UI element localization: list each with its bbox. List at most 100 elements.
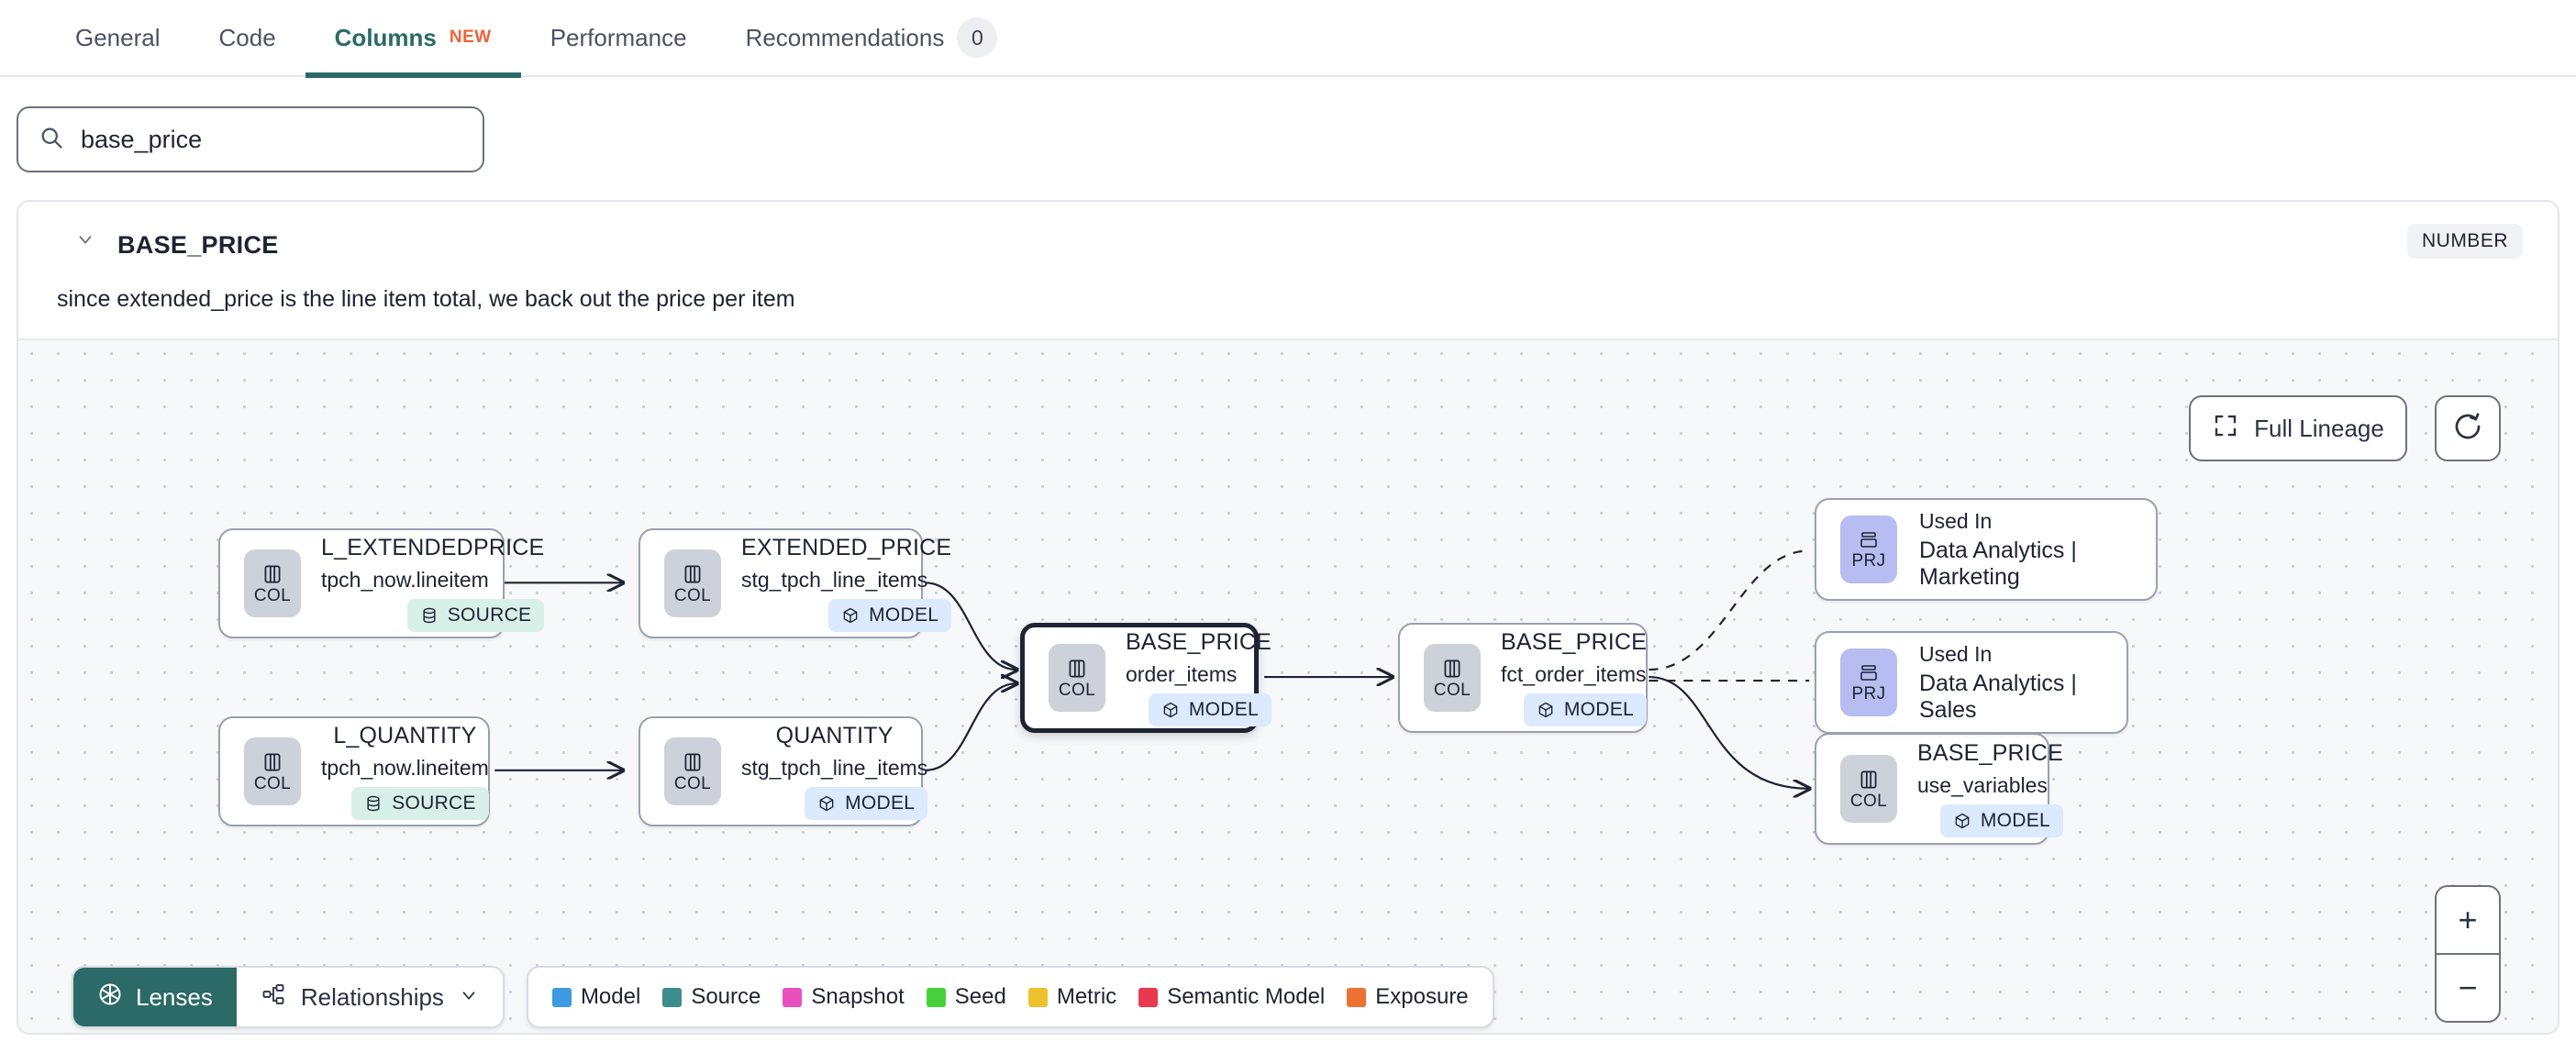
graph-bottom-bar: Lenses Relationships xyxy=(72,966,1494,1028)
full-lineage-button[interactable]: Full Lineage xyxy=(2189,395,2407,461)
col-chip: COL xyxy=(244,549,301,617)
legend-label: Semantic Model xyxy=(1167,984,1326,1009)
node-tag: MODEL xyxy=(828,599,952,632)
cube-icon xyxy=(1538,702,1553,718)
node-tag: MODEL xyxy=(1148,693,1272,726)
col-chip-label: COL xyxy=(1433,681,1471,700)
legend-item[interactable]: Metric xyxy=(1027,984,1117,1010)
legend-swatch-model xyxy=(551,987,572,1007)
legend-swatch-exposure xyxy=(1347,987,1367,1007)
tab-general[interactable]: General xyxy=(46,0,190,76)
node-tag: MODEL xyxy=(1523,693,1648,726)
tab-code[interactable]: Code xyxy=(190,0,305,76)
legend-label: Model xyxy=(580,984,641,1009)
node-tag: MODEL xyxy=(1939,804,2064,837)
lenses-button[interactable]: Lenses xyxy=(73,968,237,1026)
legend-item[interactable]: Source xyxy=(662,984,761,1010)
prj-chip-label: PRJ xyxy=(1851,551,1886,571)
node-tag-label: MODEL xyxy=(869,604,939,626)
column-header[interactable]: BASE_PRICE NUMBER xyxy=(18,202,2558,262)
lineage-node[interactable]: COL BASE_PRICE fct_order_items MODEL xyxy=(1398,623,1648,733)
tab-bar: General Code Columns NEW Performance Rec… xyxy=(0,0,2576,78)
lineage-node-selected[interactable]: COL BASE_PRICE order_items MODEL xyxy=(1020,623,1272,733)
legend-item[interactable]: Semantic Model xyxy=(1138,984,1325,1010)
legend-label: Seed xyxy=(954,984,1006,1009)
tab-performance[interactable]: Performance xyxy=(521,0,716,76)
tab-label: Code xyxy=(218,23,276,51)
node-title: L_EXTENDEDPRICE xyxy=(321,535,545,560)
col-chip-label: COL xyxy=(253,774,292,793)
search-value: base_price xyxy=(81,125,203,153)
search-area: base_price xyxy=(0,77,2576,172)
node-subtitle: tpch_now.lineitem xyxy=(321,568,489,592)
lineage-canvas[interactable]: COL L_EXTENDEDPRICE tpch_now.lineitem SO… xyxy=(18,338,2558,1035)
lineage-node[interactable]: COL EXTENDED_PRICE stg_tpch_line_items M… xyxy=(638,528,952,638)
legend-label: Snapshot xyxy=(811,984,905,1009)
legend-label: Source xyxy=(691,984,761,1009)
zoom-controls[interactable]: + − xyxy=(2435,885,2501,1023)
lineage-edges xyxy=(494,549,2558,1035)
legend-item[interactable]: Seed xyxy=(926,984,1006,1010)
refresh-button[interactable] xyxy=(2435,395,2501,461)
col-chip: COL xyxy=(1424,644,1481,712)
col-chip-label: COL xyxy=(1849,792,1888,811)
col-chip: COL xyxy=(664,737,721,805)
prj-chip-label: PRJ xyxy=(1851,684,1886,704)
legend-item[interactable]: Snapshot xyxy=(783,984,905,1010)
chevron-down-icon[interactable] xyxy=(75,229,95,249)
column-type-badge: NUMBER xyxy=(2406,224,2523,259)
legend-swatch-snapshot xyxy=(783,987,803,1007)
node-tag: SOURCE xyxy=(406,599,545,632)
expand-icon xyxy=(2212,412,2239,446)
node-subtitle: order_items xyxy=(1126,662,1238,686)
node-title: QUANTITY xyxy=(775,723,894,748)
project-node[interactable]: PRJ Used In Data Analytics | Marketing xyxy=(1815,498,2158,601)
prj-chip: PRJ xyxy=(1840,515,1897,583)
col-chip-label: COL xyxy=(253,586,292,605)
lineage-node[interactable]: COL L_EXTENDEDPRICE tpch_now.lineitem SO… xyxy=(218,528,545,638)
legend-item[interactable]: Exposure xyxy=(1347,984,1469,1010)
node-title: BASE_PRICE xyxy=(1917,740,2064,766)
prj-chip: PRJ xyxy=(1840,648,1897,716)
search-icon xyxy=(39,125,64,155)
project-icon xyxy=(1860,665,1877,681)
chevron-down-icon[interactable] xyxy=(459,983,479,1012)
node-subtitle: use_variables xyxy=(1917,773,2048,797)
legend-swatch-seed xyxy=(926,987,946,1007)
zoom-out-button[interactable]: − xyxy=(2458,969,2478,1006)
relationships-label: Relationships xyxy=(300,982,444,1011)
col-chip-label: COL xyxy=(673,774,712,793)
node-tag-label: MODEL xyxy=(1188,699,1260,720)
project-node[interactable]: PRJ Used In Data Analytics | Sales xyxy=(1815,631,2128,734)
node-tag-label: MODEL xyxy=(845,793,916,814)
tab-label: General xyxy=(75,23,161,51)
legend-item[interactable]: Model xyxy=(551,984,641,1010)
node-title: BASE_PRICE xyxy=(1126,629,1272,655)
lenses-label: Lenses xyxy=(136,982,213,1011)
legend-label: Metric xyxy=(1056,984,1117,1009)
cube-icon xyxy=(1955,813,1970,829)
node-subtitle: fct_order_items xyxy=(1501,662,1647,686)
relationships-icon xyxy=(261,981,286,1014)
cube-icon xyxy=(819,795,834,812)
page-title: BASE_PRICE xyxy=(117,230,279,259)
recommendations-count-badge: 0 xyxy=(957,17,998,58)
col-chip: COL xyxy=(1049,644,1105,712)
col-chip: COL xyxy=(244,737,301,805)
tab-recommendations[interactable]: Recommendations 0 xyxy=(716,0,1027,76)
tab-columns[interactable]: Columns NEW xyxy=(305,0,521,78)
zoom-in-button[interactable]: + xyxy=(2437,887,2499,955)
lineage-node[interactable]: COL L_QUANTITY tpch_now.lineitem SOURCE xyxy=(218,716,490,826)
tab-label: Recommendations xyxy=(745,23,945,51)
lenses-group: Lenses Relationships xyxy=(72,966,505,1028)
node-subtitle: stg_tpch_line_items xyxy=(741,756,928,780)
node-tag-label: SOURCE xyxy=(447,604,532,626)
lineage-node[interactable]: COL BASE_PRICE use_variables MODEL xyxy=(1815,733,2064,845)
node-tag: SOURCE xyxy=(351,787,489,820)
project-icon xyxy=(1860,532,1877,548)
relationships-dropdown[interactable]: Relationships xyxy=(236,968,503,1026)
search-input[interactable]: base_price xyxy=(17,106,484,172)
lineage-node[interactable]: COL QUANTITY stg_tpch_line_items MODEL xyxy=(638,716,928,826)
database-icon xyxy=(367,795,380,812)
node-title: L_QUANTITY xyxy=(333,723,477,748)
